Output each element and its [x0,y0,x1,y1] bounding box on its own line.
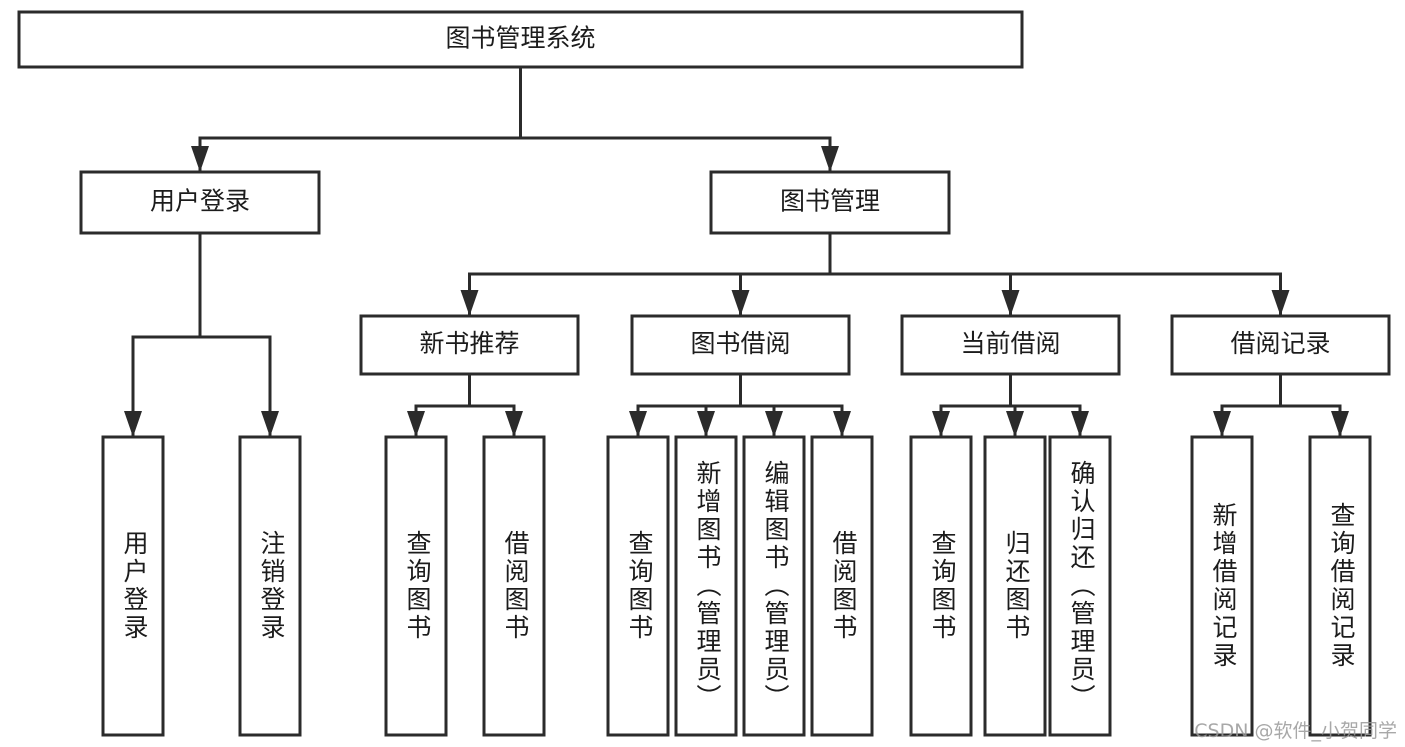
node-box [1170,314,1391,376]
arrow-head-icon [932,411,950,437]
node-l1_1[interactable]: 图书管理 [709,170,951,235]
node-label: 查询图书 [403,530,432,642]
node-box [384,435,448,737]
node-label: 查询图书 [928,530,957,642]
arrow-head-icon [821,146,839,172]
node-l1_0[interactable]: 用户登录 [79,170,321,235]
node-l2_3[interactable]: 借阅记录 [1170,314,1391,376]
node-label: 借阅图书 [501,530,530,642]
node-l3_41[interactable]: 查询借阅记录 [1308,435,1372,737]
arrow-head-icon [460,290,479,316]
node-box [1190,435,1254,737]
arrow-head-icon [505,411,523,437]
node-box [17,10,1024,69]
node-box [238,435,302,737]
node-l3_00[interactable]: 用户登录 [101,435,165,737]
arrow-head-icon [1271,290,1290,316]
nodes-layer: 图书管理系统用户登录图书管理新书推荐图书借阅当前借阅借阅记录用户登录注销登录查询… [17,10,1391,737]
node-box [810,435,874,737]
node-label: 查询借阅记录 [1327,502,1356,670]
edges-layer [124,65,1349,439]
node-label: 编辑图书（管理员） [761,460,790,712]
node-l3_21[interactable]: 新增图书（管理员） [674,435,738,737]
node-label: 用户登录 [150,187,250,216]
arrow-head-icon [407,411,425,437]
node-box [101,435,165,737]
node-l3_20[interactable]: 查询图书 [606,435,670,737]
node-box [79,170,321,235]
node-box [1048,435,1112,737]
node-l3_32[interactable]: 确认归还（管理员） [1048,435,1112,737]
arrow-head-icon [1331,411,1349,437]
node-box [606,435,670,737]
node-label: 新增图书（管理员） [693,460,722,712]
arrow-head-icon [1006,411,1024,437]
arrow-head-icon [697,411,715,437]
arrow-head-icon [1071,411,1089,437]
node-label: 注销登录 [257,530,286,642]
node-label: 图书管理 [780,187,880,216]
node-label: 借阅图书 [829,530,858,642]
node-box [359,314,580,376]
arrow-head-icon [1001,290,1020,316]
node-label: 当前借阅 [960,329,1060,358]
node-label: 用户登录 [120,530,149,642]
node-label: 归还图书 [1002,530,1031,642]
node-box [742,435,806,737]
node-root[interactable]: 图书管理系统 [17,10,1024,69]
node-label: 确认归还（管理员） [1067,460,1096,712]
arrow-head-icon [1213,411,1231,437]
node-label: 图书管理系统 [445,24,595,53]
node-l3_40[interactable]: 新增借阅记录 [1190,435,1254,737]
node-l2_0[interactable]: 新书推荐 [359,314,580,376]
node-label: 新书推荐 [419,329,519,358]
node-box [900,314,1121,376]
node-label: 图书借阅 [690,329,790,358]
node-box [909,435,973,737]
node-l3_11[interactable]: 借阅图书 [482,435,546,737]
node-l3_01[interactable]: 注销登录 [238,435,302,737]
node-l3_10[interactable]: 查询图书 [384,435,448,737]
node-l2_1[interactable]: 图书借阅 [630,314,851,376]
arrow-head-icon [629,411,647,437]
arrow-head-icon [124,411,142,437]
arrow-head-icon [765,411,783,437]
arrow-head-icon [833,411,851,437]
node-box [983,435,1047,737]
node-l2_2[interactable]: 当前借阅 [900,314,1121,376]
node-box [709,170,951,235]
arrow-head-icon [261,411,279,437]
arrow-head-icon [191,146,209,172]
arrow-head-icon [731,290,750,316]
node-label: 借阅记录 [1230,329,1330,358]
node-box [482,435,546,737]
node-label: 新增借阅记录 [1209,502,1238,670]
node-l3_23[interactable]: 借阅图书 [810,435,874,737]
node-l3_31[interactable]: 归还图书 [983,435,1047,737]
node-box [1308,435,1372,737]
node-label: 查询图书 [625,530,654,642]
node-box [674,435,738,737]
node-box [630,314,851,376]
node-l3_22[interactable]: 编辑图书（管理员） [742,435,806,737]
node-l3_30[interactable]: 查询图书 [909,435,973,737]
